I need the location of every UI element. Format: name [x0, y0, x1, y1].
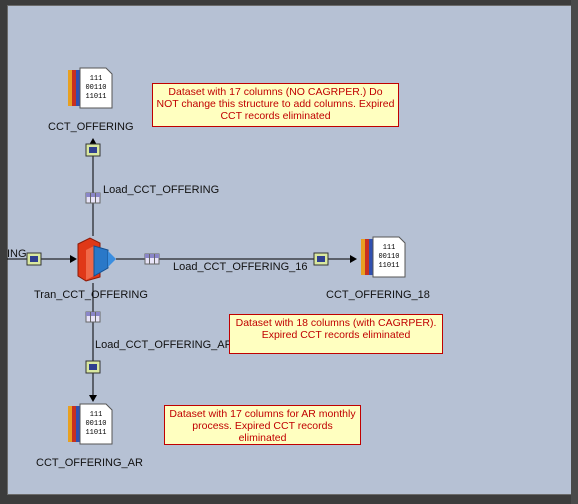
annotation-top[interactable]: Dataset with 17 columns (NO CAGRPER.) Do… [152, 83, 399, 127]
dataset-top-icon[interactable] [68, 67, 113, 109]
dataset-right-bits-2: 00110 [378, 253, 399, 261]
chip-top-icon [85, 143, 101, 157]
dataset-right-label[interactable]: CCT_OFFERING_18 [326, 289, 430, 301]
dataset-top-bits-3: 11011 [85, 93, 106, 101]
chip-input-icon [26, 252, 42, 266]
link-right-arrow [350, 255, 357, 263]
link-bottom-arrow [89, 395, 97, 402]
transformer-stage-icon[interactable] [77, 237, 116, 282]
dataset-right-icon[interactable] [361, 236, 406, 278]
dataset-bottom-bits-2: 00110 [85, 420, 106, 428]
annotation-middle[interactable]: Dataset with 18 columns (with CAGRPER). … [229, 314, 443, 354]
link-top-marker[interactable] [85, 192, 101, 204]
dataset-bottom-icon[interactable] [68, 403, 113, 445]
chip-right-icon [313, 252, 329, 266]
dataset-top-bits-2: 00110 [85, 84, 106, 92]
dataset-right-bits-3: 11011 [378, 262, 399, 270]
annotation-bottom[interactable]: Dataset with 17 columns for AR monthly p… [164, 405, 361, 445]
link-bottom-label[interactable]: Load_CCT_OFFERING_AR [95, 339, 233, 351]
dataset-bottom-bits-1: 111 [90, 411, 103, 419]
link-top-arrow [89, 138, 97, 145]
link-top-label[interactable]: Load_CCT_OFFERING [103, 184, 220, 196]
link-input-arrow [70, 255, 77, 263]
input-stage-label-partial: ING [7, 248, 27, 260]
dataset-top-label[interactable]: CCT_OFFERING [48, 121, 134, 133]
dataset-bottom-label[interactable]: CCT_OFFERING_AR [36, 457, 143, 469]
link-bottom-marker[interactable] [85, 311, 101, 323]
chip-bottom-icon [85, 360, 101, 374]
dataset-top-bits-1: 111 [90, 75, 103, 83]
link-right-label[interactable]: Load_CCT_OFFERING_16 [173, 261, 308, 273]
link-right-marker[interactable] [144, 253, 160, 265]
transformer-label[interactable]: Tran_CCT_OFFERING [34, 289, 148, 301]
scrollbar-strip[interactable] [571, 0, 578, 504]
dataset-bottom-bits-3: 11011 [85, 429, 106, 437]
dataset-right-bits-1: 111 [383, 244, 396, 252]
